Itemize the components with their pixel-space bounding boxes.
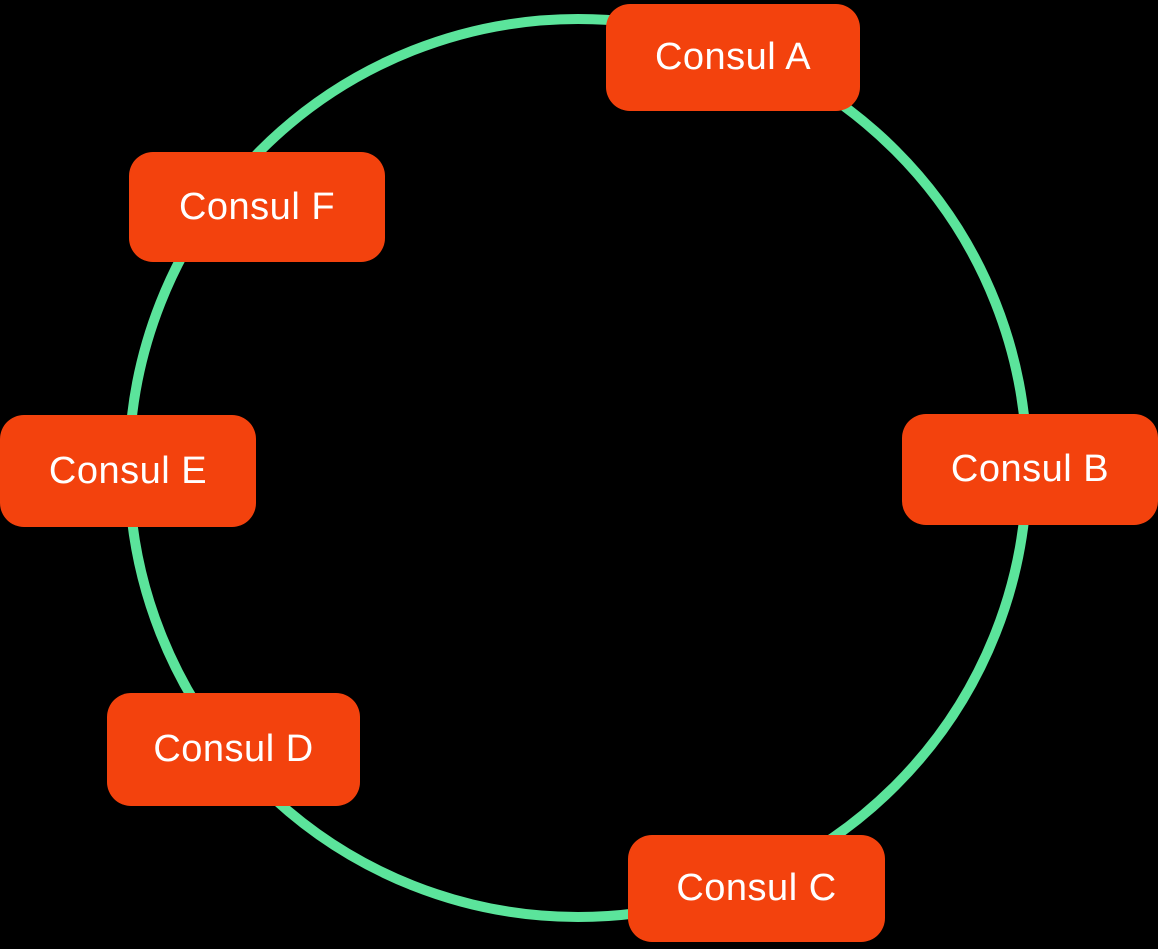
node-consul-b: Consul B (902, 414, 1158, 525)
node-label: Consul B (950, 448, 1110, 490)
node-label: Consul E (48, 449, 208, 492)
node-consul-a: Consul A (606, 4, 860, 111)
node-consul-e: Consul E (0, 415, 256, 527)
node-consul-f: Consul F (129, 152, 385, 262)
node-label: Consul C (676, 867, 837, 909)
node-label: Consul A (654, 36, 812, 78)
node-consul-c: Consul C (628, 835, 885, 942)
node-label: Consul F (178, 185, 336, 228)
node-consul-d: Consul D (107, 693, 360, 806)
node-label: Consul D (153, 728, 314, 770)
